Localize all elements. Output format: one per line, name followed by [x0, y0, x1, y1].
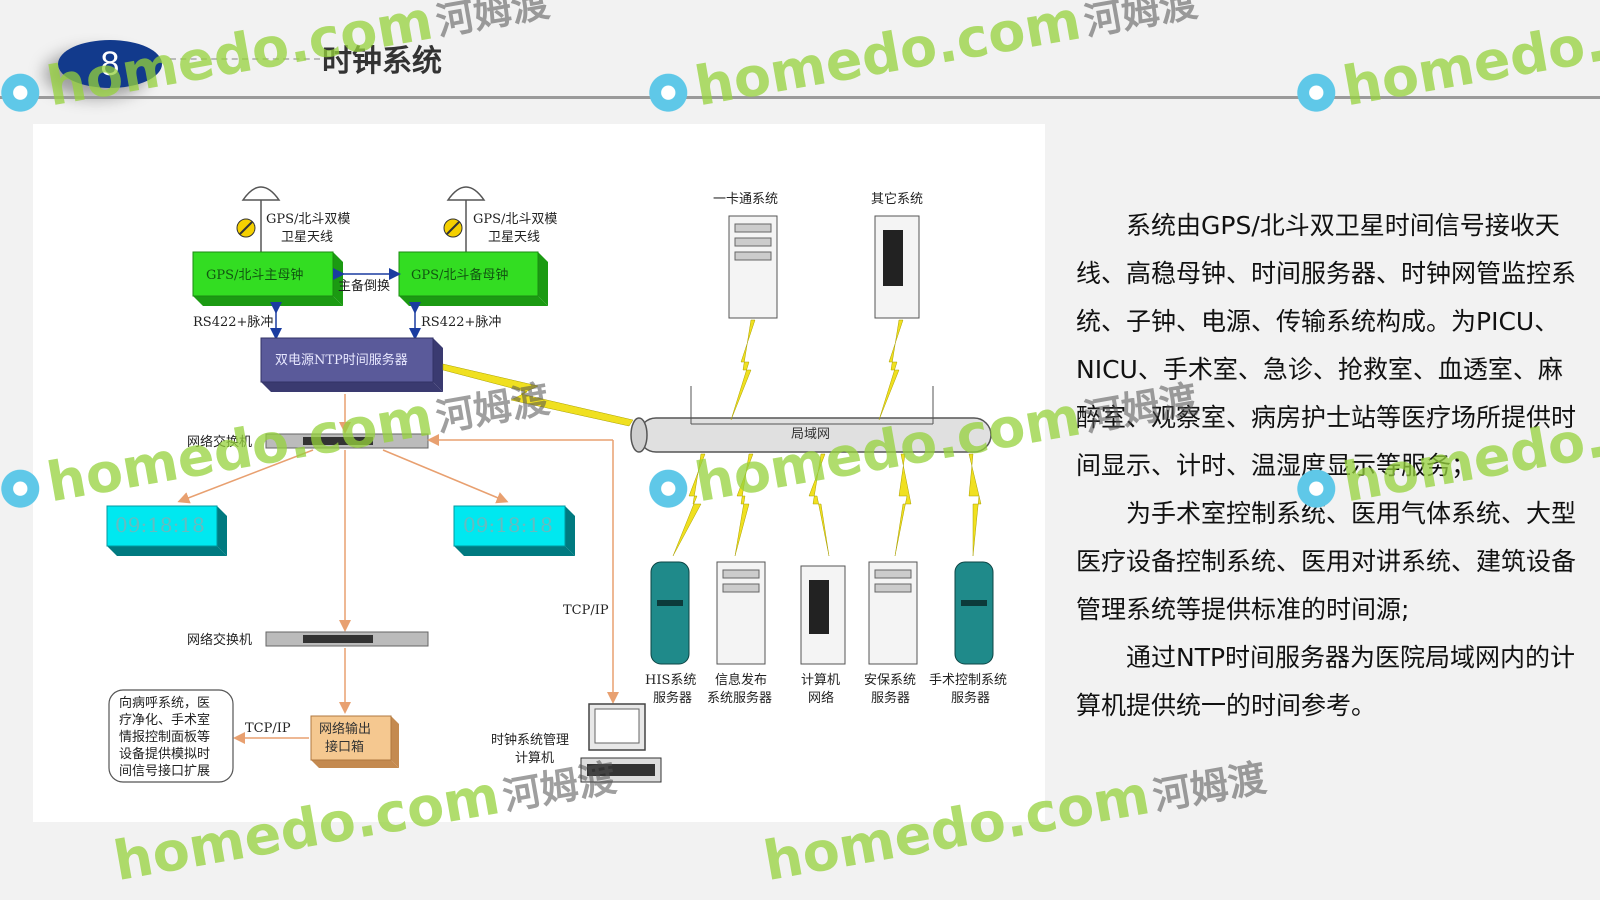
server-tower-icon [650, 561, 690, 665]
lightning-icon [730, 319, 756, 421]
other-system-label: 其它系统 [871, 191, 923, 207]
clock-time: 09:18:18 [463, 513, 553, 537]
expansion-note-box [108, 689, 234, 783]
device-label: 安保系统 [864, 673, 916, 688]
svg-text:手术控制系统服务器: 手术控制系统服务器 [929, 673, 1007, 706]
flower-logo-icon [1290, 66, 1342, 118]
description-paragraph: 为手术室控制系统、医用气体系统、大型医疗设备控制系统、医用对讲系统、建筑设备管理… [1076, 499, 1577, 624]
server-tower-icon [716, 561, 766, 665]
expansion-note-line: 间信号接口扩展 [119, 763, 210, 779]
network-switch-label: 网络交换机 [187, 434, 252, 450]
svg-text:计算机网络: 计算机网络 [801, 673, 840, 706]
header-divider [0, 96, 1600, 99]
svg-text:安保系统服务器: 安保系统服务器 [864, 673, 916, 706]
mgmt-computer-label: 计算机 [515, 751, 554, 766]
switch-label: 主备倒换 [338, 278, 390, 294]
device-label: 服务器 [951, 690, 990, 706]
server-tower-icon [954, 561, 994, 665]
interface-box-label: 接口箱 [325, 739, 364, 755]
expansion-note-line: 设备提供模拟时 [119, 746, 210, 762]
ntp-server-box: 双电源NTP时间服务器 [260, 337, 443, 392]
server-tower-icon [800, 565, 846, 665]
device-label: HIS系统 [645, 673, 696, 688]
watermark: homedo.com [1289, 0, 1600, 127]
card-system-label: 一卡通系统 [713, 192, 778, 207]
lightning-icon [808, 453, 830, 557]
master-clock-label: GPS/北斗主母钟 [206, 267, 303, 283]
svg-text:GPS/北斗双模卫星天线: GPS/北斗双模卫星天线 [266, 212, 350, 245]
svg-text:时钟系统管理计算机: 时钟系统管理计算机 [491, 732, 569, 766]
description-text: 系统由GPS/北斗双卫星时间信号接收天线、高稳母钟、时间服务器、时钟网管监控系统… [1076, 202, 1580, 730]
digital-clock-display: 09:18:18 [453, 505, 575, 556]
svg-text:信息发布系统服务器: 信息发布系统服务器 [707, 672, 772, 706]
lightning-icon [878, 319, 904, 421]
svg-text:HIS系统服务器: HIS系统服务器 [645, 673, 696, 706]
backup-clock-box: GPS/北斗备母钟 [398, 251, 548, 306]
device-label: 计算机 [801, 673, 840, 688]
antenna-label: GPS/北斗双模 [266, 212, 350, 227]
description-paragraph: 系统由GPS/北斗双卫星时间信号接收天线、高稳母钟、时间服务器、时钟网管监控系统… [1076, 211, 1577, 480]
lightning-icon [672, 453, 706, 557]
lightning-icon [968, 453, 982, 557]
antenna-icon [236, 186, 281, 252]
digital-clock-display: 09:18:18 [106, 505, 227, 556]
rs422-label: RS422+脉冲 [421, 315, 501, 330]
server-tower-icon [868, 561, 918, 665]
tcpip-label: TCP/IP [563, 603, 609, 618]
backup-clock-label: GPS/北斗备母钟 [411, 267, 508, 283]
svg-text:GPS/北斗双模卫星天线: GPS/北斗双模卫星天线 [473, 212, 557, 245]
master-clock-box: GPS/北斗主母钟 [192, 251, 343, 306]
device-label: 手术控制系统 [929, 673, 1007, 688]
lightning-icon [894, 453, 912, 557]
interface-box-label: 网络输出 [319, 721, 371, 737]
device-label: 服务器 [653, 690, 692, 706]
network-switch-icon [265, 631, 429, 647]
device-label: 信息发布 [715, 672, 767, 688]
expansion-note-line: 向病呼系统，医 [119, 695, 210, 711]
description-paragraph: 通过NTP时间服务器为医院局域网内的计算机提供统一的时间参考。 [1076, 643, 1576, 720]
computer-icon [580, 703, 662, 783]
interface-box: 网络输出接口箱 [310, 715, 399, 768]
clock-time: 09:18:18 [115, 513, 205, 537]
flower-logo-icon [0, 66, 46, 118]
ntp-server-label: 双电源NTP时间服务器 [275, 352, 408, 368]
svg-text:向病呼系统，医 疗净化、手术室 情报控制面板: 向病呼系统，医 疗净化、手术室 情报控制面板等 设备提供模拟时 间信号接口扩展 [119, 695, 214, 779]
antenna-label: 卫星天线 [281, 230, 333, 245]
antenna-label: GPS/北斗双模 [473, 212, 557, 227]
lan-label: 局域网 [791, 427, 830, 442]
clock-system-diagram: GPS/北斗双模卫星天线 GPS/北斗双模卫星天线 GPS/北斗主母钟 GPS/… [33, 124, 1045, 822]
device-label: 服务器 [871, 690, 910, 706]
network-switch-label: 网络交换机 [187, 632, 252, 648]
device-label: 系统服务器 [707, 690, 772, 706]
server-tower-icon [874, 215, 920, 319]
lightning-icon [442, 363, 634, 427]
mgmt-computer-label: 时钟系统管理 [491, 732, 569, 748]
svg-text:网络输出接口箱: 网络输出接口箱 [319, 721, 371, 755]
flower-logo-icon [642, 66, 694, 118]
header-dashed-line [170, 58, 320, 60]
expansion-note-line: 疗净化、手术室 [119, 712, 210, 728]
lightning-icon [734, 453, 754, 557]
server-tower-icon [728, 215, 778, 319]
network-switch-icon [265, 433, 429, 449]
antenna-icon [443, 186, 486, 252]
watermark: homedo.com河姆渡 [641, 0, 1202, 127]
device-label: 网络 [808, 690, 834, 706]
rs422-label: RS422+脉冲 [193, 315, 273, 330]
lan-pipe [630, 386, 992, 453]
page-title: 时钟系统 [322, 44, 442, 79]
expansion-note-line: 情报控制面板等 [119, 729, 210, 745]
antenna-label: 卫星天线 [488, 230, 540, 245]
section-number-badge: 8 [58, 40, 162, 88]
tcpip-label: TCP/IP [245, 721, 291, 736]
